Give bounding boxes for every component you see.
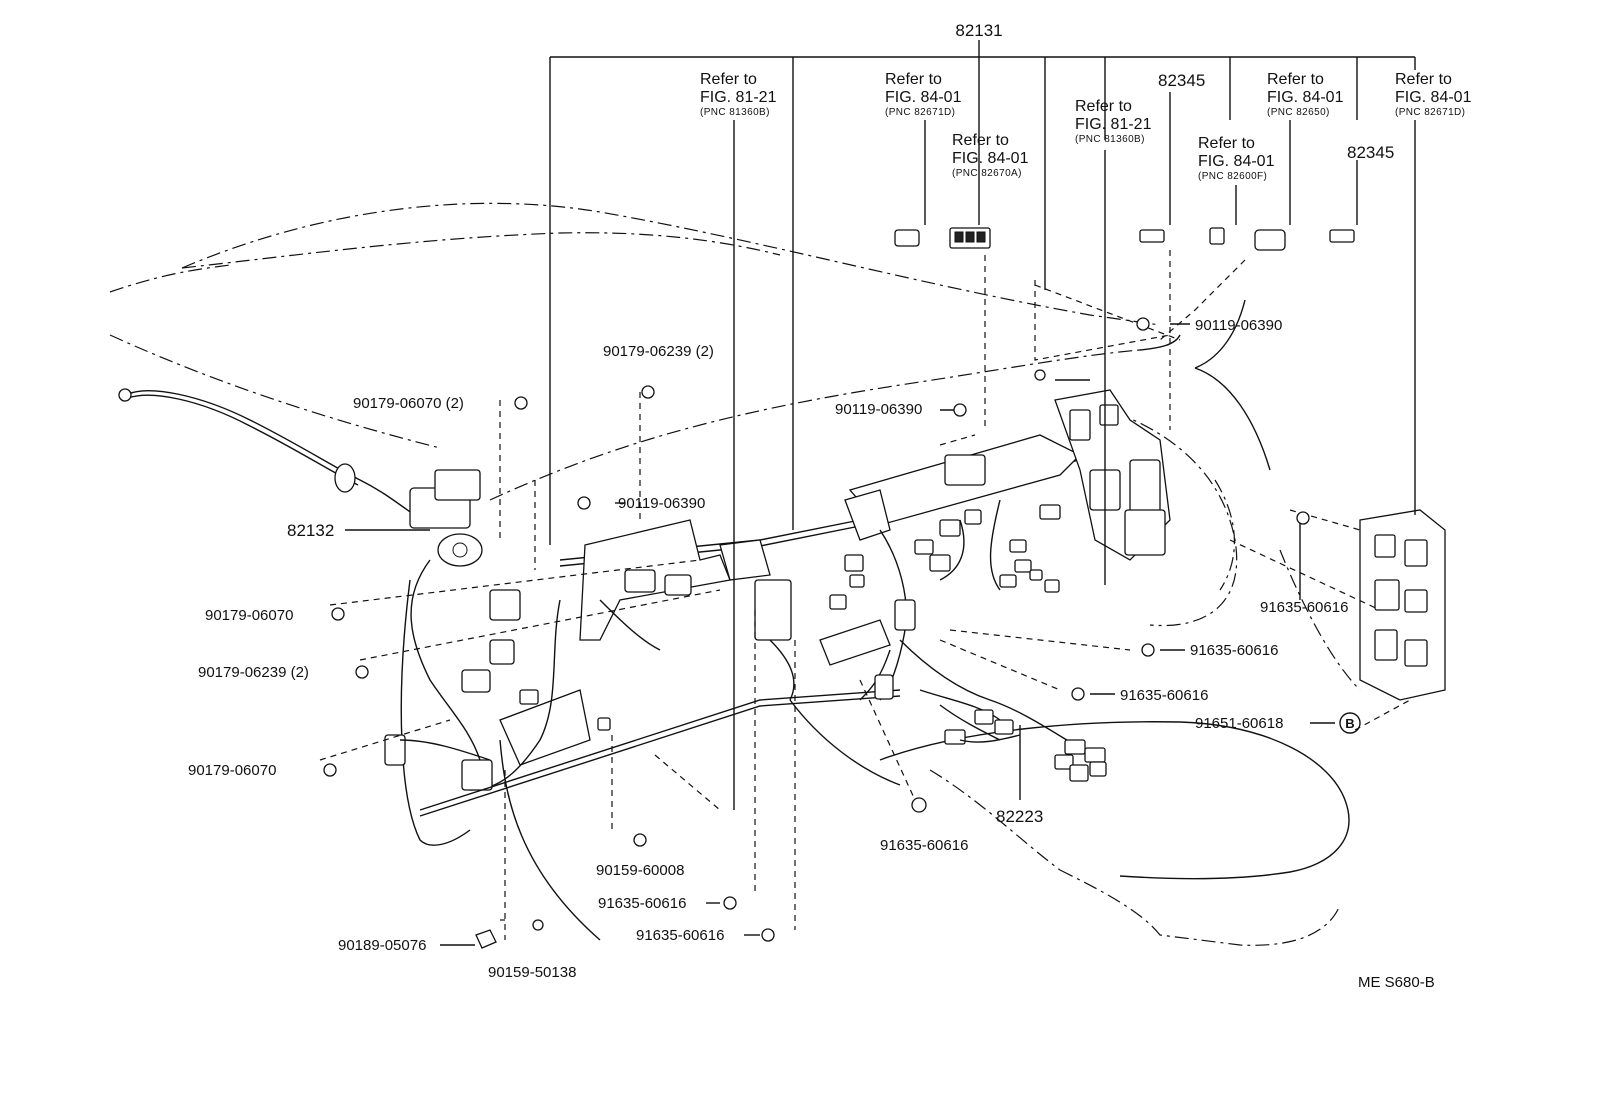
bolt-icon: [761, 928, 775, 942]
clip-icon: [475, 929, 497, 949]
label-91635-60616-f: 91635-60616: [636, 927, 724, 944]
ref7-title: Refer to: [1395, 71, 1452, 88]
label-90159-60008: 90159-60008: [596, 862, 684, 879]
grommet: [334, 463, 356, 493]
bolt-icon: [1136, 317, 1150, 331]
bolt-icon: [633, 833, 647, 847]
clip-icon: [355, 665, 369, 679]
ref7-fig: FIG. 84-01: [1395, 89, 1472, 106]
ref2-fig: FIG. 84-01: [885, 89, 962, 106]
relay-82650: [1254, 229, 1286, 251]
callout-b-circle: [1339, 712, 1361, 734]
ref6-pnc: (PNC 82650): [1267, 107, 1330, 118]
clip-icon: [1034, 369, 1046, 381]
screw-icon: [532, 919, 544, 931]
label-91651-60618: 91651-60618: [1195, 715, 1283, 732]
ref6-fig: FIG. 84-01: [1267, 89, 1344, 106]
ref3-pnc: (PNC 82670A): [952, 168, 1022, 179]
bolt-icon: [723, 896, 737, 910]
ref3-fig: FIG. 84-01: [952, 150, 1029, 167]
connector-82345-a: [1139, 229, 1165, 243]
main-harness: [384, 389, 1171, 817]
ref5-title: Refer to: [1198, 135, 1255, 152]
label-90119-06390-left: 90119-06390: [618, 495, 705, 512]
ref5-fig: FIG. 84-01: [1198, 153, 1275, 170]
junction-connector: [754, 579, 792, 641]
junction-block: [1359, 509, 1446, 701]
ref4-title: Refer to: [1075, 98, 1132, 115]
label-82131: 82131: [955, 21, 1002, 40]
callout-b-letter: B: [1345, 716, 1354, 731]
ref4-pnc: (PNC 81360B): [1075, 134, 1145, 145]
cowl-wire: [118, 388, 483, 846]
label-91635-60616-b: 91635-60616: [1190, 642, 1278, 659]
fasteners: [323, 317, 1361, 949]
clip-icon: [514, 396, 528, 410]
label-82223: 82223: [996, 807, 1043, 826]
ref1-title: Refer to: [700, 71, 757, 88]
clip-icon: [323, 763, 337, 777]
top-parts: [894, 227, 1355, 251]
label-91635-60616-c: 91635-60616: [1120, 687, 1208, 704]
label-90179-06070-2: 90179-06070 (2): [353, 395, 464, 412]
relay-82671d: [894, 229, 920, 247]
connector-end: [118, 388, 132, 402]
connector-82345-b: [1329, 229, 1355, 243]
diagram-code: ME S680-B: [1358, 974, 1435, 991]
ref7-pnc: (PNC 82671D): [1395, 107, 1465, 118]
label-91635-60616-a: 91635-60616: [1260, 599, 1348, 616]
label-90179-06239-mid: 90179-06239 (2): [198, 664, 309, 681]
label-90119-06390-right: 90119-06390: [1195, 317, 1282, 334]
clip-icon: [641, 385, 655, 399]
relay-82600f: [1209, 227, 1225, 245]
label-90179-06070-b: 90179-06070: [188, 762, 276, 779]
floor-wire: [939, 704, 1021, 745]
body-outline: [109, 202, 1361, 946]
ref4-fig: FIG. 81-21: [1075, 116, 1152, 133]
label-90159-50138: 90159-50138: [488, 964, 576, 981]
ref6-title: Refer to: [1267, 71, 1324, 88]
grommet-bracket: [437, 533, 483, 567]
label-90179-06070-a: 90179-06070: [205, 607, 293, 624]
bolt-icon: [577, 496, 591, 510]
ref5-pnc: (PNC 82600F): [1198, 171, 1267, 182]
ref3-title: Refer to: [952, 132, 1009, 149]
label-91635-60616-e: 91635-60616: [598, 895, 686, 912]
bolt-icon: [953, 403, 967, 417]
label-82132: 82132: [287, 521, 334, 540]
labels: 82131 82132 82223 Refer to FIG. 81-21 (P…: [188, 21, 1472, 991]
bolt-icon: [1071, 687, 1085, 701]
ref1-fig: FIG. 81-21: [700, 89, 777, 106]
ref1-pnc: (PNC 81360B): [700, 107, 770, 118]
label-90119-06390-center: 90119-06390: [835, 401, 922, 418]
bolt-icon: [1296, 511, 1310, 525]
clip-icon: [331, 607, 345, 621]
label-91635-60616-d: 91635-60616: [880, 837, 968, 854]
label-82345-b: 82345: [1347, 143, 1394, 162]
leader-lines: [319, 40, 1416, 946]
ref2-title: Refer to: [885, 71, 942, 88]
label-90179-06239-top: 90179-06239 (2): [603, 343, 714, 360]
ref2-pnc: (PNC 82671D): [885, 107, 955, 118]
label-82345-a: 82345: [1158, 71, 1205, 90]
bolt-icon: [911, 797, 927, 813]
label-90189-05076: 90189-05076: [338, 937, 426, 954]
bolt-icon: [1141, 643, 1155, 657]
